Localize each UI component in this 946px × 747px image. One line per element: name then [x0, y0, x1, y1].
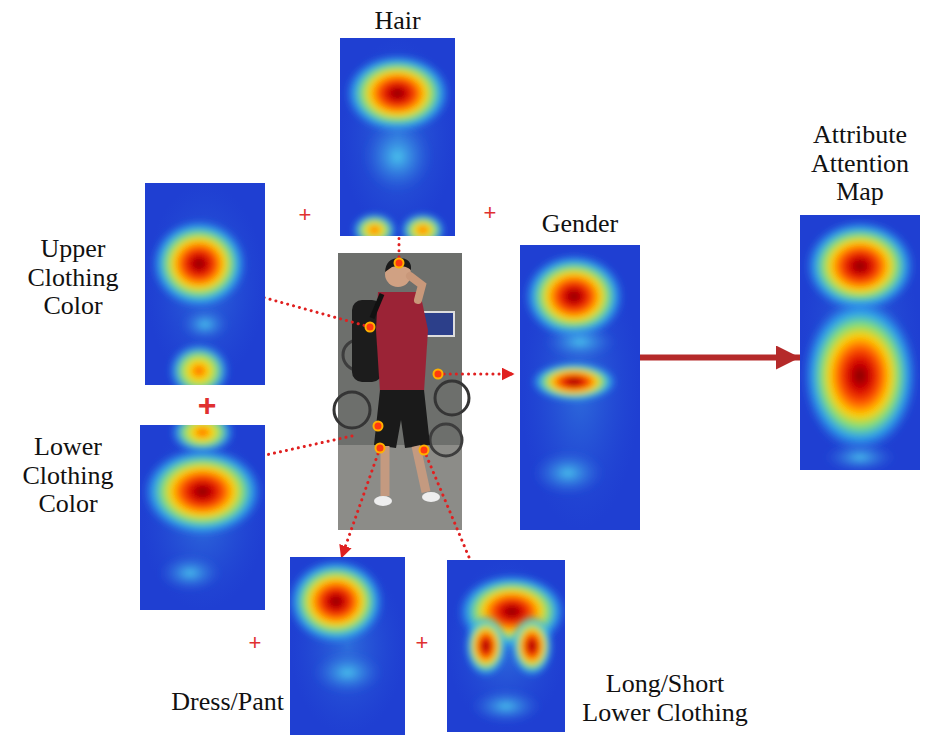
- shoe: [422, 492, 440, 502]
- heat-blob: [143, 447, 263, 536]
- attention-point: [366, 323, 375, 332]
- attribute-label: Lower Clothing Color: [8, 433, 128, 519]
- heat-blob: [544, 325, 616, 359]
- plus-sign: +: [299, 204, 312, 226]
- attribute-label: Upper Clothing Color: [13, 235, 133, 321]
- heat-blob: [352, 212, 398, 236]
- bicycle-wheel: [430, 424, 462, 456]
- heatmap-panel: Lower Clothing Color: [140, 425, 265, 610]
- heatmap-panel: Hair: [340, 38, 455, 236]
- plus-sign: +: [416, 632, 429, 654]
- heat-blob: [168, 343, 230, 385]
- heat-blob: [531, 362, 617, 402]
- heatmap-panel: Attribute Attention Map: [800, 215, 920, 470]
- heat-blob: [313, 651, 382, 694]
- heatmap-image: [340, 38, 455, 236]
- attention-points: [366, 259, 443, 455]
- leader-arrow: [438, 373, 512, 376]
- plus-sign: +: [249, 632, 262, 654]
- leader-arrow: [252, 436, 352, 458]
- heatmap-panel: Dress/Pant: [290, 557, 405, 735]
- bag-strap: [372, 294, 382, 318]
- heat-blob: [802, 299, 917, 452]
- heat-blob: [511, 615, 553, 677]
- flow-arrow: [640, 355, 800, 361]
- bicycle-wheel: [435, 381, 469, 415]
- heatmap-panel: Long/Short Lower Clothing: [447, 560, 565, 732]
- heatmap-image: [520, 245, 640, 530]
- heat-blob: [532, 450, 604, 496]
- pedestrian-photo: [334, 253, 469, 530]
- heatmap-image: [140, 425, 265, 610]
- heatmap-ground: [520, 245, 640, 530]
- heat-blob: [824, 442, 896, 470]
- heat-blob: [471, 689, 542, 723]
- heatmap-ground: [800, 215, 920, 470]
- bicycle-wheel: [334, 392, 370, 428]
- attribute-label: Gender: [542, 210, 619, 239]
- attribute-label: Long/Short Lower Clothing: [575, 670, 755, 727]
- heatmap-glow: [140, 425, 265, 610]
- leader-arrow: [342, 448, 380, 556]
- heat-blob: [151, 219, 247, 308]
- heat-blob: [465, 615, 507, 677]
- attention-point: [434, 370, 443, 379]
- heatmap-ground: [140, 425, 265, 610]
- shoe: [374, 496, 392, 506]
- heat-blob: [159, 555, 222, 592]
- heatmap-image: [447, 560, 565, 732]
- heatmap-panel: Gender: [520, 245, 640, 530]
- heatmap-panel: Upper Clothing Color: [145, 183, 265, 385]
- attribute-label: Attribute Attention Map: [795, 121, 925, 207]
- black-shorts: [374, 390, 430, 448]
- heat-blob: [400, 212, 446, 236]
- attribute-label: Dress/Pant: [171, 688, 284, 717]
- plus-sign: +: [198, 389, 217, 421]
- heatmap-ground: [340, 38, 455, 236]
- attribute-label: Hair: [374, 7, 420, 36]
- plus-sign: +: [484, 202, 497, 224]
- heatmap-image: [290, 557, 405, 735]
- heat-blob: [363, 121, 432, 192]
- leg: [381, 446, 390, 496]
- attention-point: [374, 422, 383, 431]
- heat-blob: [345, 54, 451, 133]
- heatmap-glow: [520, 245, 640, 530]
- heat-blob: [290, 559, 384, 644]
- hair: [385, 258, 411, 272]
- heatmap-glow: [340, 38, 455, 236]
- heat-blob: [805, 220, 915, 312]
- attention-point: [420, 446, 429, 455]
- red-shirt: [376, 292, 428, 392]
- heatmap-image: [145, 183, 265, 385]
- heat-blob: [181, 308, 229, 340]
- heatmap-glow: [800, 215, 920, 470]
- raised-arm: [410, 276, 422, 300]
- attention-point: [395, 259, 404, 268]
- attention-point: [376, 444, 385, 453]
- heatmap-image: [800, 215, 920, 470]
